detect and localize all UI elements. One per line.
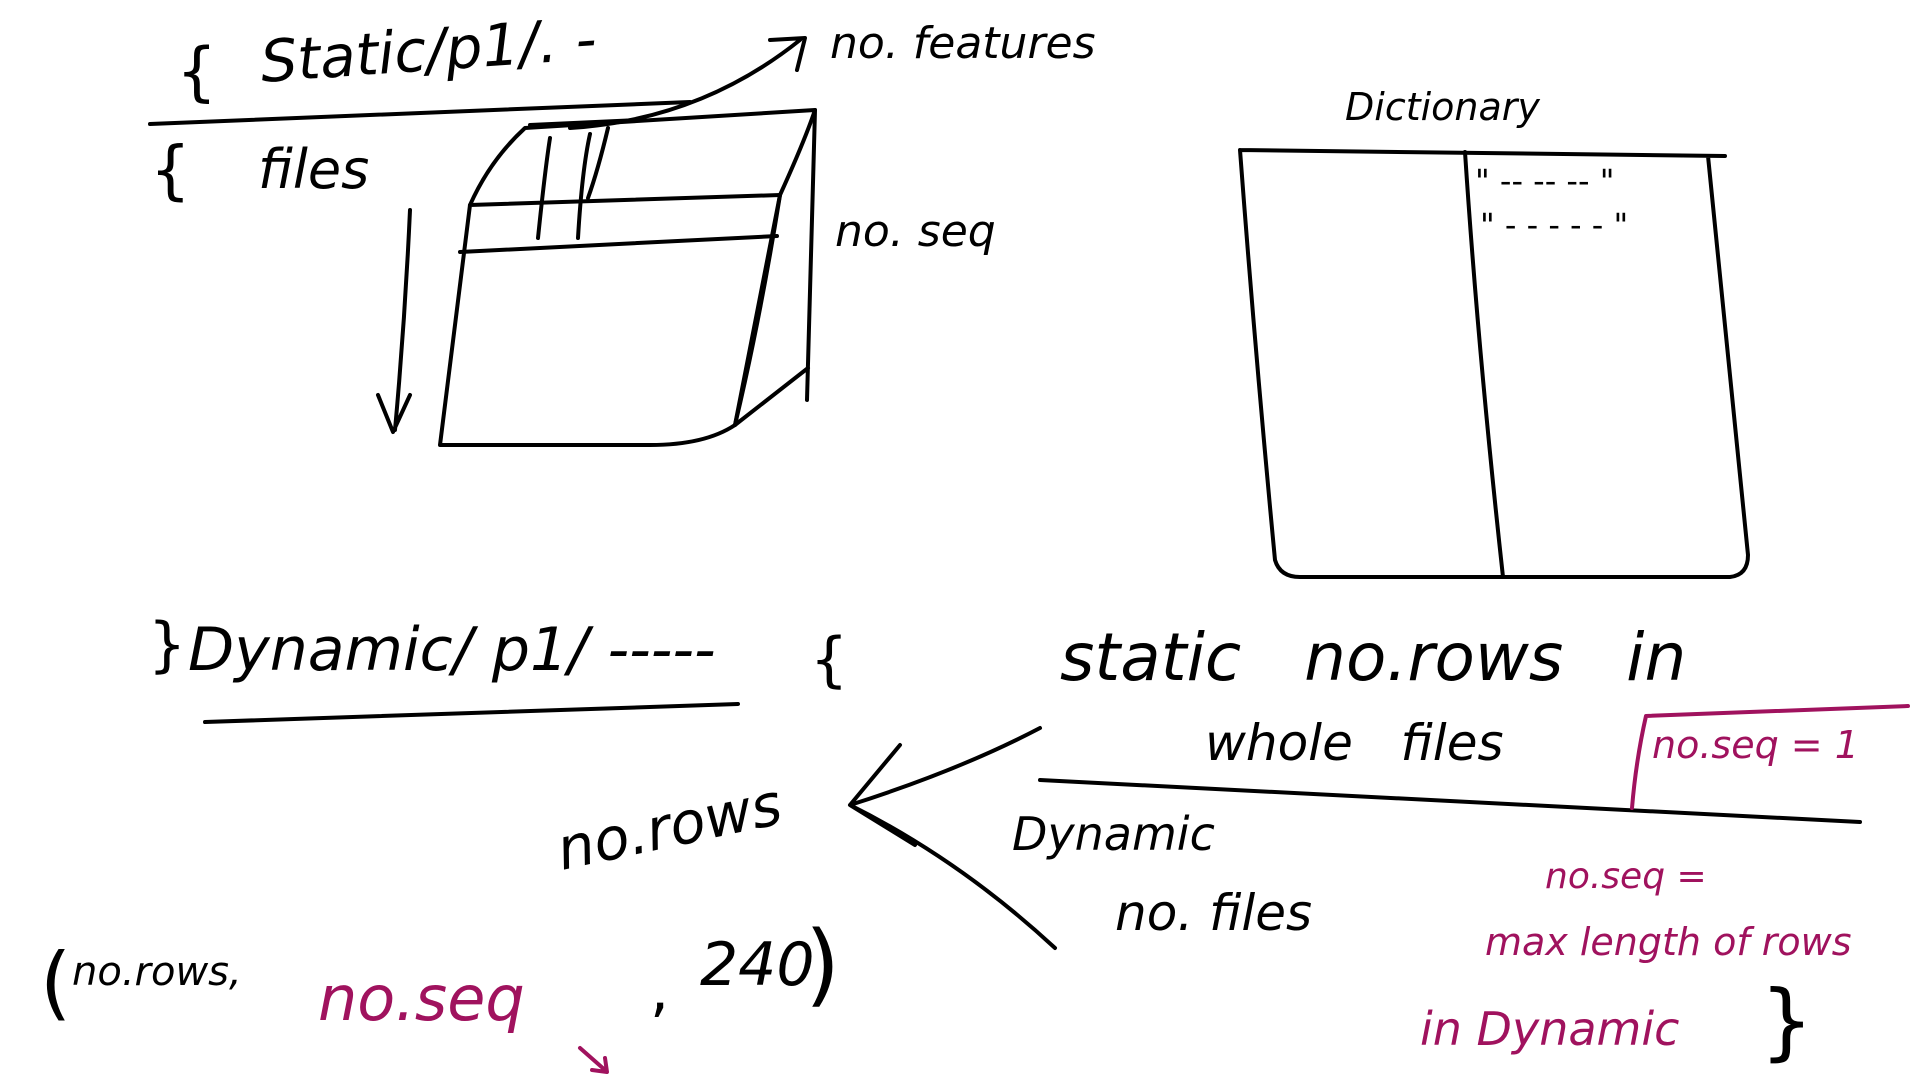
cube-row-line	[458, 234, 779, 254]
dynamic-path-label: Dynamic/ p1/ -----	[188, 615, 716, 685]
shape-features-part: 240	[700, 930, 815, 1000]
static-note-line-2: whole files	[1205, 714, 1504, 772]
boxed-note-text: no.seq = 1	[1652, 723, 1859, 767]
dynamic-note-line-1: Dynamic	[1012, 807, 1215, 861]
cube-column-lines	[536, 126, 610, 240]
magenta-note-line-3: in Dynamic	[1420, 1002, 1679, 1056]
dynamic-brace-close: {	[810, 625, 848, 695]
dictionary-table	[1238, 148, 1750, 579]
static-note-line-1: static no.rows in	[1060, 619, 1686, 696]
seq-down-arrow	[578, 1046, 609, 1074]
cube-top-face	[468, 108, 817, 207]
dynamic-brace-open: }	[148, 610, 186, 680]
static-path-underline	[148, 100, 692, 126]
dynamic-note-line-2: no. files	[1115, 884, 1312, 942]
shape-rows-part: no.rows,	[72, 949, 242, 995]
files-label: files	[258, 138, 369, 201]
shape-seq-part: no.seq	[318, 962, 525, 1035]
boxed-note-frame	[1630, 704, 1910, 810]
shape-open-paren: (	[40, 936, 71, 1029]
static-dynamic-divider	[1038, 778, 1862, 824]
rows-down-arrow	[376, 208, 412, 434]
seq-label: no. seq	[835, 206, 996, 257]
cube-right-face	[733, 108, 817, 427]
static-brace-open: }	[176, 39, 217, 113]
dynamic-path-underline	[203, 702, 740, 724]
rows-label: no.rows	[551, 770, 788, 884]
dictionary-entry-2: " - - - - - "	[1480, 206, 1628, 244]
magenta-note-line-2: max length of rows	[1485, 920, 1852, 964]
features-arrow	[568, 36, 807, 130]
dictionary-title: Dictionary	[1345, 85, 1540, 129]
magenta-note-brace: }	[1760, 972, 1813, 1070]
cube-front-face	[438, 193, 782, 447]
features-label: no. features	[830, 18, 1096, 69]
shape-comma: ,	[650, 955, 669, 1025]
dictionary-divider	[1463, 150, 1505, 579]
data-cube	[438, 108, 817, 447]
magenta-note-line-1: no.seq =	[1545, 856, 1707, 897]
shape-close-paren: )	[805, 912, 840, 1017]
dictionary-outline	[1238, 148, 1750, 579]
static-path-label: Static/p1/. -	[258, 5, 598, 96]
big-left-arrow	[848, 726, 1057, 950]
static-brace-close: {	[150, 134, 191, 208]
dictionary-entry-1: " -- -- -- "	[1475, 162, 1614, 200]
